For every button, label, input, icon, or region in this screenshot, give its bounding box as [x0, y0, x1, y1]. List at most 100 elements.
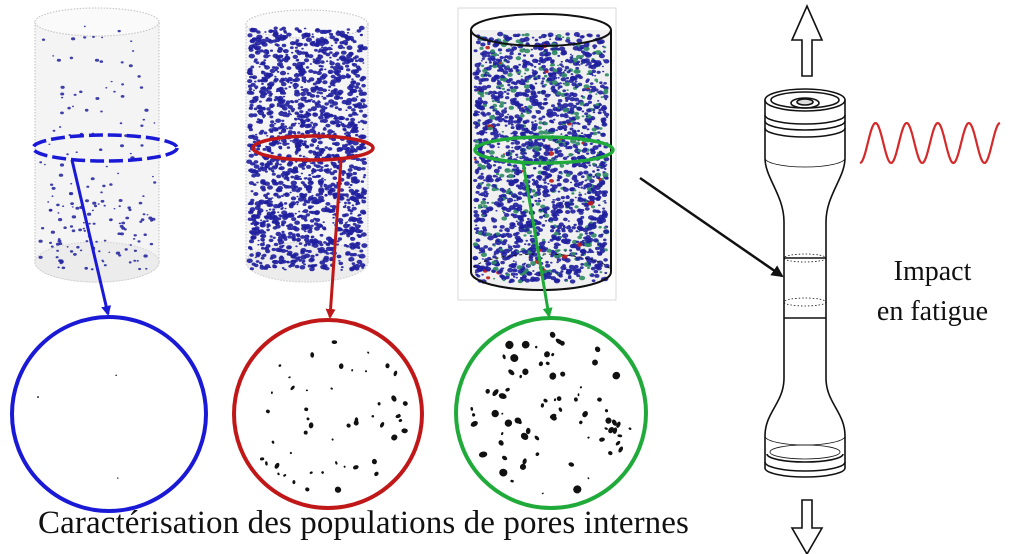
pore	[473, 213, 480, 218]
pore	[286, 260, 290, 264]
pore	[320, 60, 325, 64]
pore	[553, 69, 558, 73]
pore	[130, 40, 133, 42]
pore	[603, 82, 607, 85]
pore	[97, 203, 100, 205]
pore	[71, 229, 76, 233]
pore	[541, 64, 546, 69]
pore	[62, 261, 65, 263]
pore	[321, 226, 327, 230]
pore	[576, 274, 581, 278]
pore	[328, 89, 331, 91]
pore	[248, 153, 254, 158]
pore	[495, 177, 501, 182]
pore	[544, 167, 550, 172]
pore	[259, 202, 264, 205]
pore	[569, 187, 575, 192]
pore	[554, 271, 559, 274]
pore	[280, 34, 286, 39]
pore	[582, 198, 587, 202]
pore	[512, 275, 516, 278]
pore	[531, 70, 539, 75]
pore	[300, 172, 304, 175]
pore	[103, 239, 107, 242]
pore	[534, 435, 540, 441]
pore	[351, 78, 354, 81]
pore	[296, 50, 303, 56]
pore	[497, 48, 503, 52]
pore	[264, 31, 267, 33]
pore	[249, 207, 256, 212]
pore	[541, 492, 544, 495]
pore	[358, 213, 362, 217]
pore	[581, 202, 585, 205]
pore	[492, 42, 499, 48]
pore	[499, 225, 505, 229]
pore	[556, 146, 560, 149]
pore	[507, 36, 513, 41]
pore	[528, 188, 533, 192]
pore	[573, 189, 577, 192]
pore	[473, 264, 478, 268]
pore	[510, 126, 515, 130]
pore	[521, 33, 525, 37]
pore	[128, 261, 132, 264]
pore	[354, 85, 360, 89]
pore	[578, 193, 583, 197]
pore	[522, 62, 527, 66]
pore	[361, 83, 366, 88]
pore	[334, 486, 342, 493]
pore	[318, 115, 324, 120]
pore	[252, 89, 255, 92]
pore	[330, 79, 337, 85]
pore	[101, 36, 104, 39]
pore	[348, 113, 353, 118]
pore	[283, 125, 288, 128]
pore	[315, 57, 322, 62]
pore	[475, 273, 479, 276]
pore	[516, 206, 523, 212]
pore	[263, 92, 268, 96]
pore	[310, 235, 315, 239]
pore	[338, 260, 341, 262]
pore	[555, 338, 563, 345]
cylinder-medium-porosity	[245, 9, 375, 283]
pore	[319, 233, 324, 237]
pore	[522, 274, 527, 279]
pore	[567, 59, 574, 64]
pore	[524, 278, 530, 283]
pore	[556, 34, 562, 38]
pore	[594, 78, 599, 82]
pore	[255, 260, 260, 263]
pore	[482, 68, 488, 73]
pore	[517, 269, 523, 274]
pore	[302, 210, 305, 213]
pore	[313, 130, 317, 134]
pore	[542, 214, 546, 217]
pore	[270, 213, 273, 216]
pore	[557, 214, 560, 217]
pore	[261, 164, 264, 167]
pore	[521, 82, 526, 86]
pore	[256, 222, 259, 225]
pore	[577, 226, 584, 232]
pore	[355, 195, 361, 200]
pore	[579, 420, 583, 425]
pore	[486, 201, 490, 204]
pore	[288, 126, 294, 130]
pore	[509, 278, 515, 283]
pore	[305, 177, 308, 179]
pore	[526, 111, 530, 115]
pore	[587, 122, 591, 126]
pore	[268, 238, 274, 243]
pore	[282, 141, 288, 146]
figure-caption: Caractérisation des populations de pores…	[38, 505, 689, 541]
pore	[510, 170, 514, 173]
pore	[523, 59, 526, 62]
pore	[266, 73, 272, 78]
pore	[603, 200, 607, 202]
pore	[580, 58, 588, 64]
pore	[514, 170, 520, 176]
pore	[592, 170, 596, 173]
pore	[319, 119, 324, 123]
